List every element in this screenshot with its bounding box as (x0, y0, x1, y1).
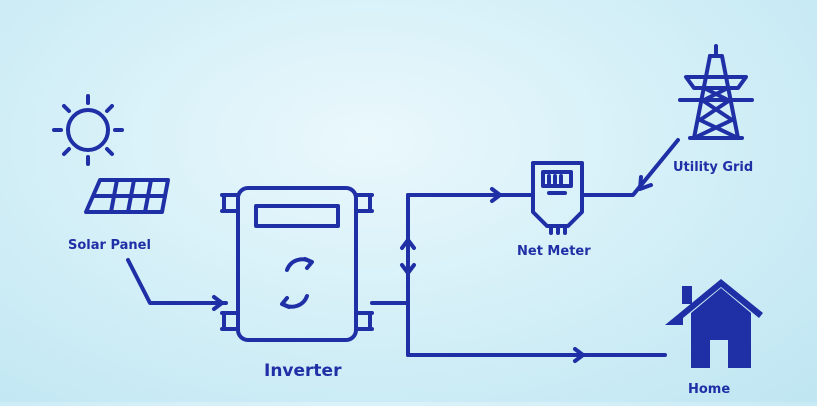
arrow-to-home (573, 347, 585, 363)
inverter-icon (220, 186, 374, 342)
arrow-up-on-bus (400, 238, 416, 250)
wire-meter-to-grid (587, 138, 680, 197)
arrow-down-on-bus (400, 263, 416, 275)
sun-icon (52, 94, 124, 166)
meter-icon (524, 161, 591, 235)
home-label: Home (688, 382, 731, 397)
arrow-into-inverter (212, 295, 224, 311)
arrow-to-net-meter (490, 187, 502, 203)
transmission-tower-icon (678, 44, 754, 140)
arrow-from-grid (638, 175, 653, 191)
wire-solar-to-inverter (126, 258, 228, 305)
house-icon (665, 279, 763, 368)
utility-grid-label: Utility Grid (673, 160, 754, 175)
net-meter-label: Net Meter (517, 244, 591, 259)
solar-panel-label: Solar Panel (68, 238, 151, 253)
inverter-label: Inverter (264, 361, 342, 381)
solar-panel-icon (84, 178, 170, 214)
